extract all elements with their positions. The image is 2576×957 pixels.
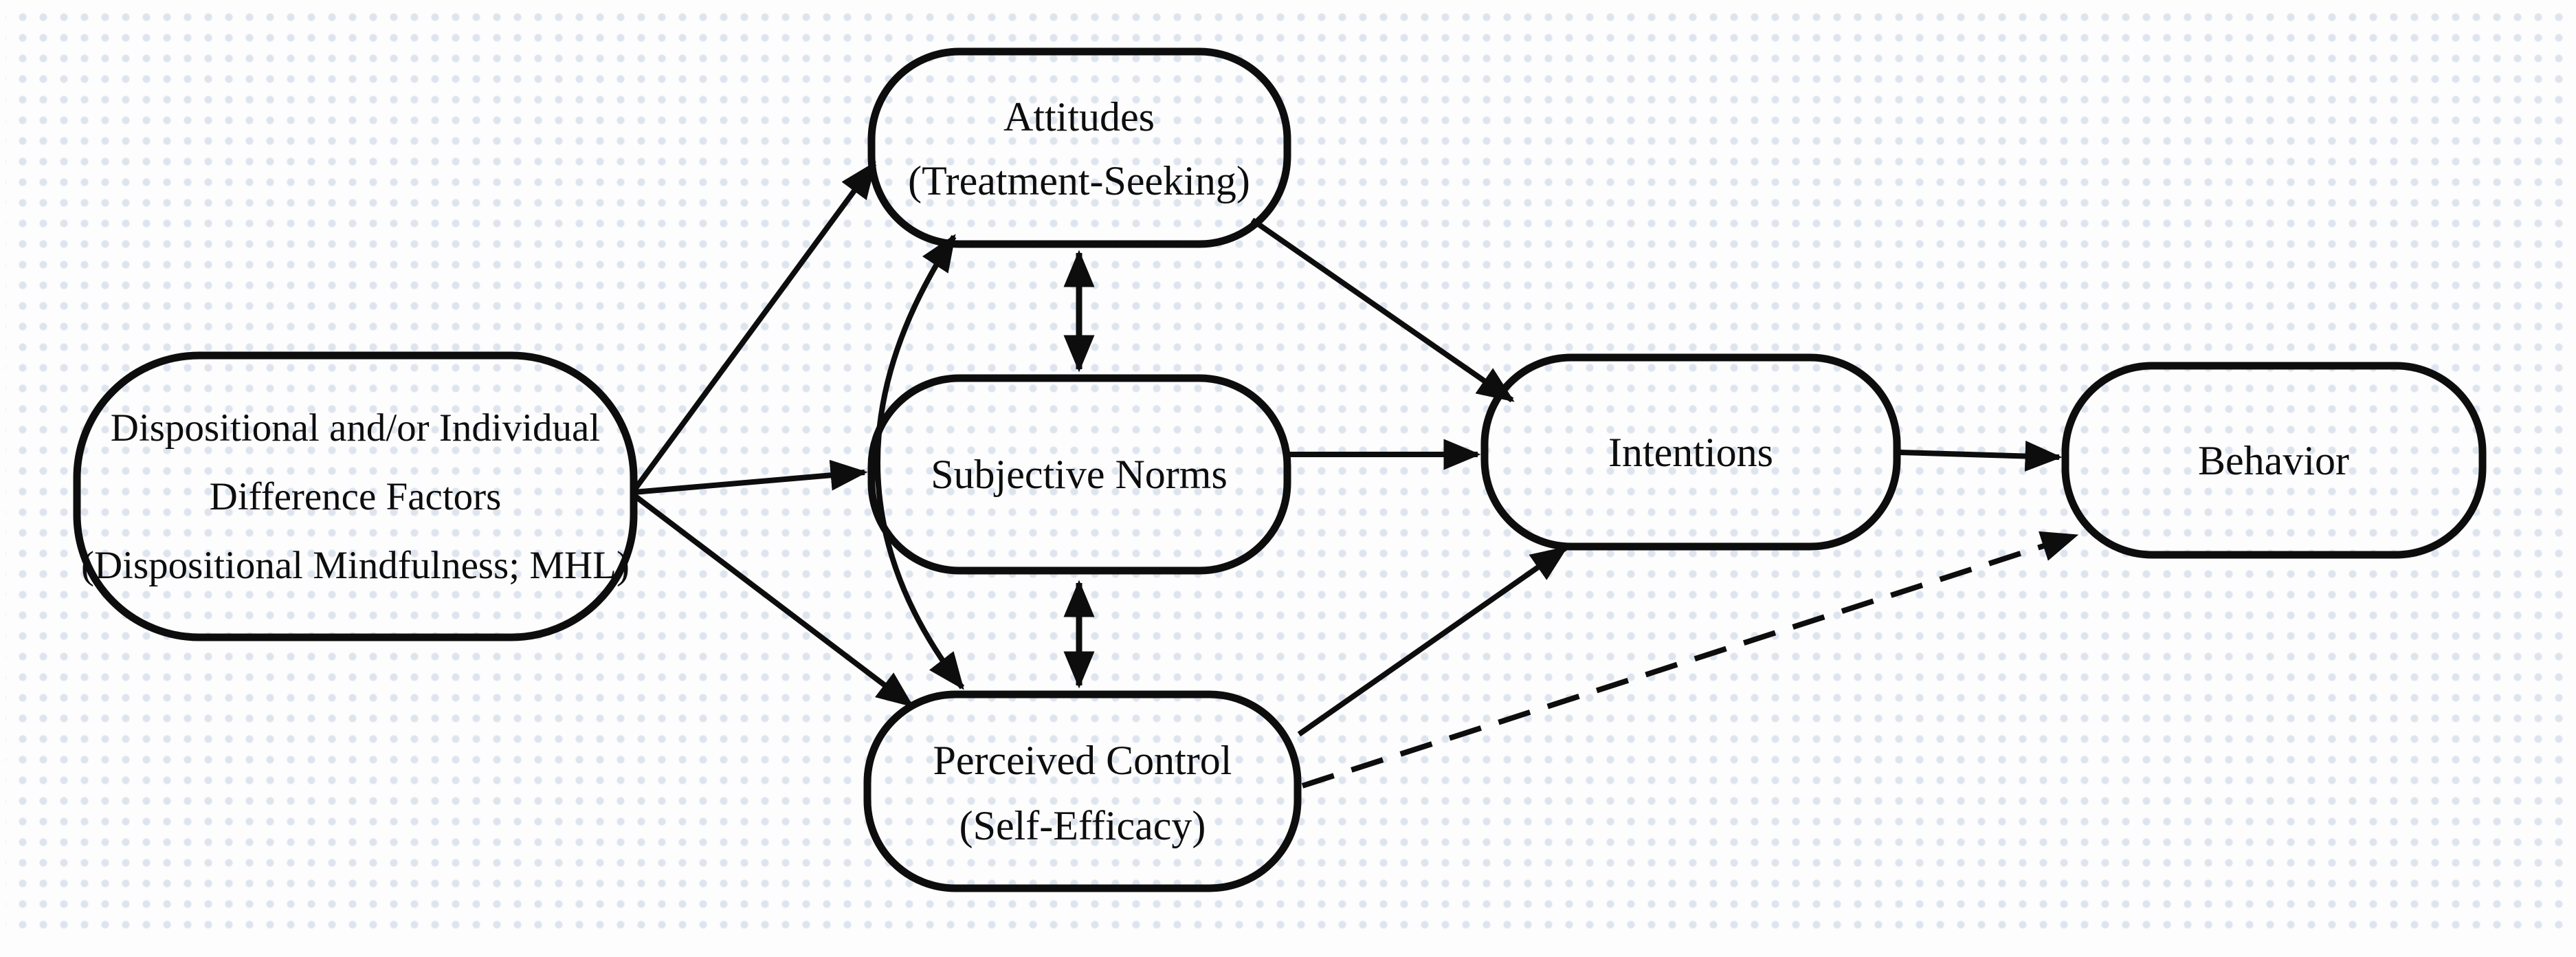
edge-intentions-behavior <box>1899 441 2063 472</box>
node-subjective-norms-box <box>867 374 1291 575</box>
edge-dispositional-perceived-control <box>632 492 914 708</box>
node-perceived-control-box <box>863 690 1302 892</box>
node-intentions-label: Intentions <box>1608 430 1773 475</box>
node-dispositional-factors-label-line2: Difference Factors <box>210 475 502 518</box>
node-intentions: Intentions <box>1480 353 1901 551</box>
node-behavior-label: Behavior <box>2198 438 2349 483</box>
edge-attitudes-perceived-control-curved-double-arrow <box>875 234 965 690</box>
node-subjective-norms: Subjective Norms <box>867 374 1291 575</box>
node-behavior: Behavior <box>2061 362 2487 559</box>
node-dispositional-factors: Dispositional and/or Individual Differen… <box>73 351 638 641</box>
edge-attitudes-intentions <box>1250 217 1515 403</box>
node-behavior-box <box>2061 362 2487 559</box>
node-perceived-control: Perceived Control (Self-Efficacy) <box>863 690 1302 892</box>
edge-dispositional-attitudes <box>631 161 877 493</box>
node-perceived-control-label-line2: (Self-Efficacy) <box>959 803 1206 848</box>
node-subjective-norms-label: Subjective Norms <box>931 452 1228 497</box>
node-dispositional-factors-label-line1: Dispositional and/or Individual <box>111 406 600 450</box>
node-attitudes-label-line1: Attitudes <box>1003 94 1155 140</box>
node-attitudes: Attitudes (Treatment-Seeking) <box>867 47 1291 248</box>
node-perceived-control-label-line1: Perceived Control <box>933 738 1232 783</box>
edge-perceived-control-behavior-dashed <box>1301 531 2079 789</box>
node-dispositional-factors-box <box>73 351 638 641</box>
node-dispositional-factors-label-line3: (Dispositional Mindfulness; MHL) <box>81 544 630 587</box>
node-attitudes-label-line2: (Treatment-Seeking) <box>908 158 1250 204</box>
node-attitudes-box <box>867 47 1291 248</box>
edge-dispositional-subjective-norms <box>633 459 868 495</box>
edge-perceived-control-intentions <box>1297 545 1568 737</box>
node-intentions-box <box>1480 353 1901 551</box>
